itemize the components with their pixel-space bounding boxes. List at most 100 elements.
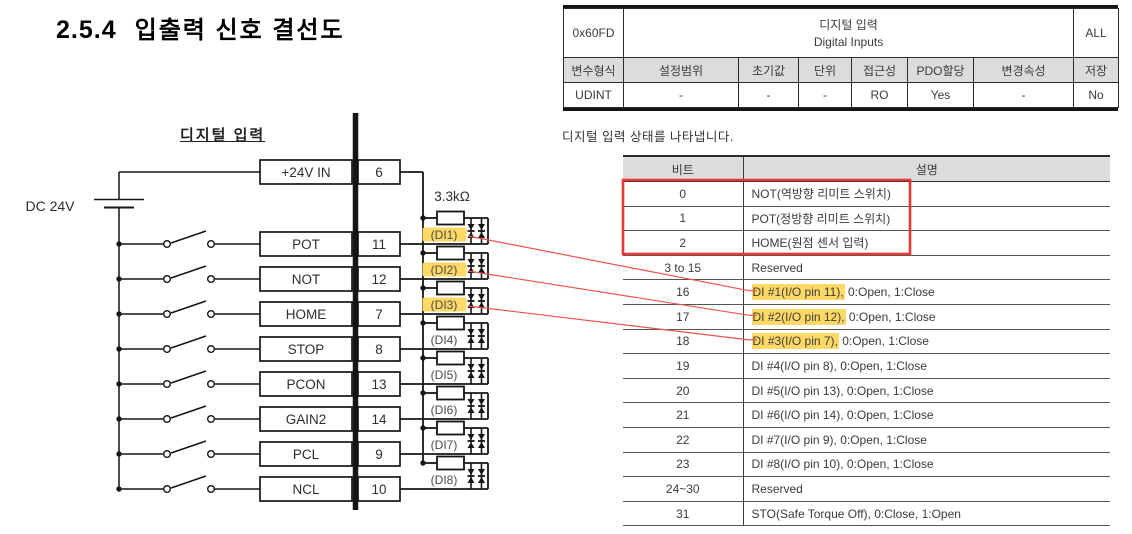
register-value: - (798, 82, 852, 108)
junction-dot (420, 390, 426, 396)
optocoupler-icon (467, 267, 475, 273)
bit-number: 21 (623, 402, 744, 428)
wire (170, 300, 207, 314)
di-label: (DI5) (431, 368, 458, 382)
power-source-label: DC 24V (25, 198, 75, 214)
bit-description-text: 0:Open, 1:Close (845, 309, 936, 324)
signal-box (259, 441, 353, 467)
pin-label: 11 (372, 237, 386, 252)
register-value: Yes (907, 82, 974, 108)
di-label-highlight (422, 262, 467, 277)
bit-description-text: Reserved (751, 481, 803, 496)
junction-dot (116, 311, 122, 317)
resistor-icon (436, 315, 465, 331)
highlighted-text: DI #1(I/O pin 11), (751, 284, 845, 301)
bit-number: 19 (623, 353, 744, 379)
resistor-icon (436, 455, 465, 471)
switch-icon (206, 275, 215, 284)
bit-description: Reserved (743, 476, 1110, 502)
bit-description: HOME(원점 센서 입력) (743, 230, 1110, 256)
bit-description: Reserved (743, 255, 1110, 281)
bit-description-text: STO(Safe Torque Off), 0:Close, 1:Open (751, 506, 961, 521)
battery-icon (94, 171, 260, 489)
junction-dot (420, 425, 426, 431)
register-name: 디지털 입력 Digital Inputs (622, 8, 1075, 58)
optocoupler-icon (478, 259, 485, 265)
resistor-value-label: 3.3kΩ (434, 189, 470, 204)
diagram-heading: 디지털 입력 (180, 127, 266, 144)
junction-dot (420, 460, 426, 466)
register-col-header: 저장 (1073, 57, 1120, 83)
register-col-header: 단위 (798, 57, 852, 83)
input-row (116, 350, 489, 397)
bit-description: DI #5(I/O pin 13), 0:Open, 1:Close (743, 378, 1110, 404)
di-label-highlight (422, 227, 467, 242)
optocoupler-icon (467, 337, 475, 343)
bit-description-text: POT(정방향 리미트 스위치) (751, 211, 891, 226)
optocoupler-icon (467, 259, 475, 265)
input-row (116, 245, 489, 292)
pin-label: 14 (371, 412, 387, 427)
optocoupler-icon (467, 294, 475, 300)
di-label-highlight (422, 297, 467, 312)
signal-box (357, 441, 401, 467)
bit-number: 17 (623, 304, 744, 330)
register-value: - (972, 82, 1075, 108)
signal-box (259, 159, 353, 185)
signal-label: PCL (293, 447, 320, 462)
bit-number: 22 (623, 427, 744, 453)
signal-box (259, 406, 353, 432)
pin-label: 8 (375, 342, 383, 357)
register-title-row: 0x60FD 디지털 입력 Digital Inputs ALL (563, 8, 1120, 58)
register-value: No (1073, 82, 1120, 108)
register-value: RO (851, 82, 908, 108)
junction-dot (116, 416, 122, 422)
optocoupler-icon (478, 434, 485, 440)
optocoupler-icon (467, 477, 475, 483)
signal-label: POT (292, 237, 320, 252)
register-value: UDINT (563, 82, 624, 108)
junction-dot (116, 451, 122, 457)
register-index: 0x60FD (563, 8, 624, 58)
switch-icon (162, 345, 171, 354)
signal-label: NCL (292, 482, 319, 497)
resistor-icon (436, 420, 465, 436)
di-label: (DI8) (431, 473, 458, 487)
switch-icon (162, 239, 171, 248)
bits-col-header-bit: 비트 (623, 155, 744, 182)
wire (170, 405, 207, 419)
junction-dot (420, 285, 426, 291)
wire (170, 370, 207, 384)
signal-box (357, 231, 401, 257)
signal-box (357, 159, 401, 185)
resistor-icon (436, 385, 465, 401)
bits-header-row: 비트 설명 (623, 155, 1110, 182)
register-col-header: 설정범위 (623, 57, 739, 83)
bit-description: DI #2(I/O pin 12), 0:Open, 1:Close (743, 304, 1110, 330)
register-value: - (738, 82, 799, 108)
register-col-header: 변수형식 (563, 57, 624, 83)
bit-description: POT(정방향 리미트 스위치) (743, 206, 1110, 232)
junction-dot (116, 346, 122, 352)
wire (170, 265, 207, 279)
switch-icon (206, 485, 215, 494)
signal-box (357, 476, 401, 502)
wire (170, 230, 207, 244)
power-box-label: +24V IN (281, 165, 330, 180)
wire (170, 440, 207, 454)
signal-label: PCON (286, 377, 325, 392)
bit-description-text: DI #6(I/O pin 14), 0:Open, 1:Close (751, 408, 934, 423)
power-pin-label: 6 (375, 165, 383, 180)
optocoupler-icon (478, 302, 485, 308)
bit-description: DI #7(I/O pin 9), 0:Open, 1:Close (743, 427, 1110, 453)
bit-number: 16 (623, 279, 744, 305)
bit-number: 2 (623, 230, 744, 256)
register-col-header: 접근성 (851, 57, 908, 83)
